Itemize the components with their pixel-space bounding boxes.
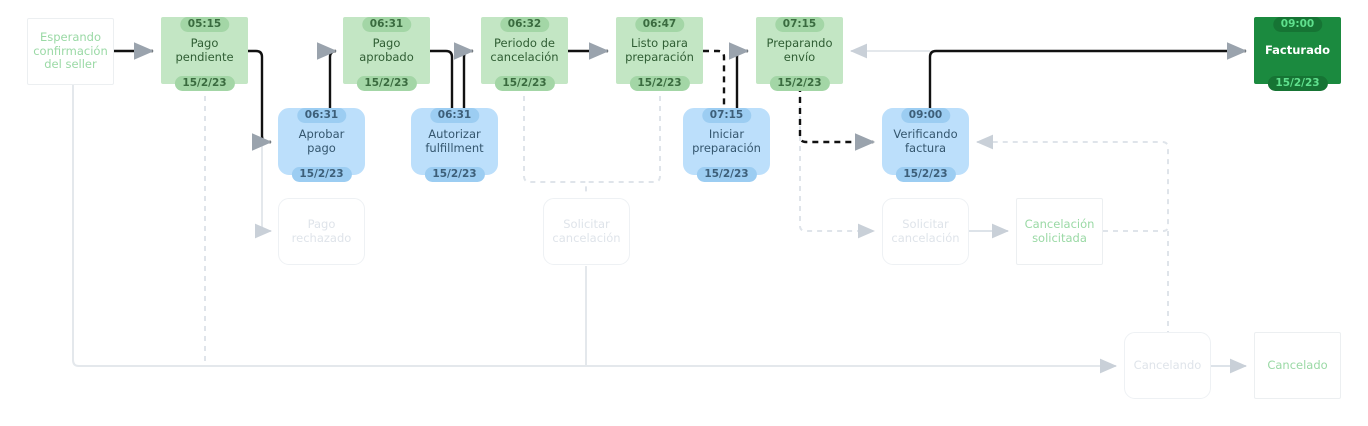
node-solicitar-c1[interactable]: Solicitar cancelación — [543, 198, 630, 265]
node-label: Solicitar cancelación — [552, 217, 621, 245]
edge-listoprep-to-solicitarcanc — [586, 86, 661, 183]
node-date-badge: 15/2/23 — [356, 76, 417, 91]
node-label: Preparando envío — [766, 36, 833, 64]
node-date-badge: 15/2/23 — [696, 167, 757, 182]
node-label: Cancelado — [1267, 357, 1328, 372]
edge-verificandofactura-to-facturado — [928, 42, 1248, 108]
node-pago-rechazado[interactable]: Pago rechazado — [278, 198, 365, 265]
node-solicitar-c2[interactable]: Solicitar cancelación — [882, 198, 969, 265]
node-date-badge: 15/2/23 — [1267, 76, 1328, 91]
node-time-badge: 07:15 — [701, 108, 752, 123]
node-time-badge: 06:31 — [296, 108, 347, 123]
node-label: Cancelación solicitada — [1024, 217, 1095, 245]
node-cancelando[interactable]: Cancelando — [1124, 332, 1211, 399]
node-time-badge: 05:15 — [179, 17, 230, 32]
edge-pagopendiente-to-aprobarpago — [248, 49, 273, 151]
node-label: Pago rechazado — [291, 217, 352, 245]
node-date-badge: 15/2/23 — [769, 76, 830, 91]
edge-iniciarprep-to-preparandoenvio — [728, 42, 750, 108]
node-label: Listo para preparación — [625, 36, 694, 64]
node-label: Pago pendiente — [175, 36, 234, 64]
node-time-badge: 06:31 — [361, 17, 412, 32]
node-date-badge: 15/2/23 — [895, 167, 956, 182]
edge-aprobarpago-to-pagoaprobado — [316, 42, 338, 108]
edge-esperando-to-cancelando — [72, 85, 1117, 374]
node-label: Cancelando — [1133, 357, 1202, 372]
edge-cancsolicitada-to-verificandofactura — [976, 134, 1169, 232]
node-date-badge: 15/2/23 — [424, 167, 485, 182]
node-time-badge: 09:00 — [900, 108, 951, 123]
node-time-badge: 09:00 — [1272, 17, 1323, 32]
node-label: Autorizar fulfillment — [425, 127, 484, 155]
edge-preparandoenvio-to-solicitarcanc2 — [799, 86, 875, 239]
node-cancelado[interactable]: Cancelado — [1254, 332, 1341, 399]
node-label: Periodo de cancelación — [490, 36, 559, 64]
node-label: Iniciar preparación — [692, 127, 761, 155]
node-label: Pago aprobado — [359, 36, 414, 64]
node-time-badge: 06:31 — [429, 108, 480, 123]
edge-preparandoenvio-to-verificandofactura — [798, 86, 876, 151]
edge-into-pagorechazado — [255, 142, 272, 239]
node-date-badge: 15/2/23 — [494, 76, 555, 91]
node-date-badge: 15/2/23 — [291, 167, 352, 182]
node-label: Facturado — [1264, 42, 1330, 57]
node-label: Esperando confirmación del seller — [33, 30, 108, 72]
edge-pagoaprobado-to-autorizarfulfillment — [430, 49, 454, 108]
node-label: Verificando factura — [893, 127, 958, 155]
node-label: Aprobar pago — [298, 127, 345, 155]
edge-autorizarfulfillment-to-periodocanc — [453, 42, 475, 108]
node-date-badge: 15/2/23 — [629, 76, 690, 91]
node-time-badge: 07:15 — [774, 17, 825, 32]
node-date-badge: 15/2/23 — [174, 76, 235, 91]
edge-periodocanc-to-solicitarcanc — [523, 86, 587, 192]
node-label: Solicitar cancelación — [891, 217, 960, 245]
node-time-badge: 06:47 — [634, 17, 685, 32]
edge-listoprep-to-iniciarprep — [703, 49, 726, 108]
node-time-badge: 06:32 — [499, 17, 550, 32]
node-esperando[interactable]: Esperando confirmación del seller — [27, 18, 114, 85]
node-canc-solicitada[interactable]: Cancelación solicitada — [1016, 198, 1103, 265]
